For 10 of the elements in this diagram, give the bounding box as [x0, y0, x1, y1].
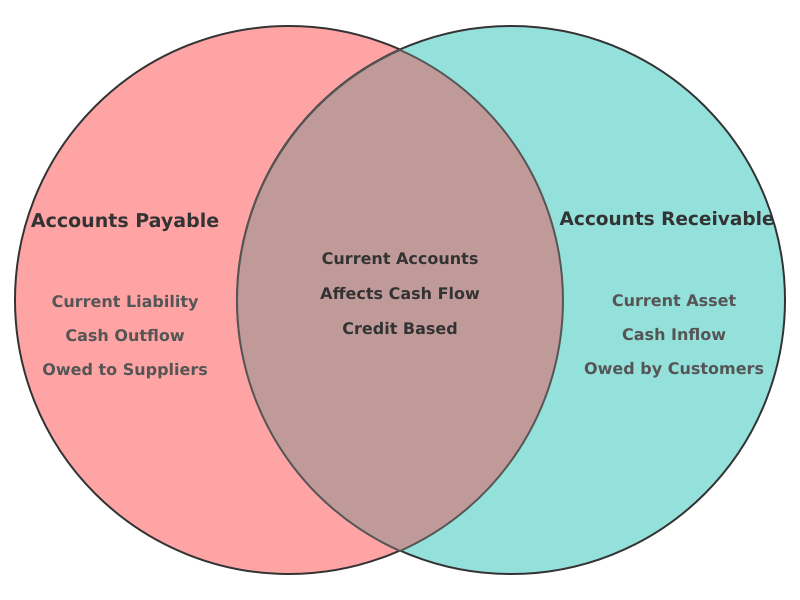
circle-heading: Accounts Payable: [30, 210, 220, 233]
venn-item: Affects Cash Flow: [320, 284, 480, 303]
venn-item: Cash Outflow: [65, 326, 185, 346]
venn-item: Current Asset: [612, 291, 736, 310]
venn-item: Credit Based: [342, 318, 458, 338]
venn-item: Current Liability: [52, 292, 198, 312]
venn-item: Owed to Suppliers: [42, 360, 208, 380]
venn-item: Owed by Customers: [584, 359, 764, 378]
venn-item: Current Accounts: [322, 248, 478, 268]
venn-item: Cash Inflow: [622, 325, 726, 344]
